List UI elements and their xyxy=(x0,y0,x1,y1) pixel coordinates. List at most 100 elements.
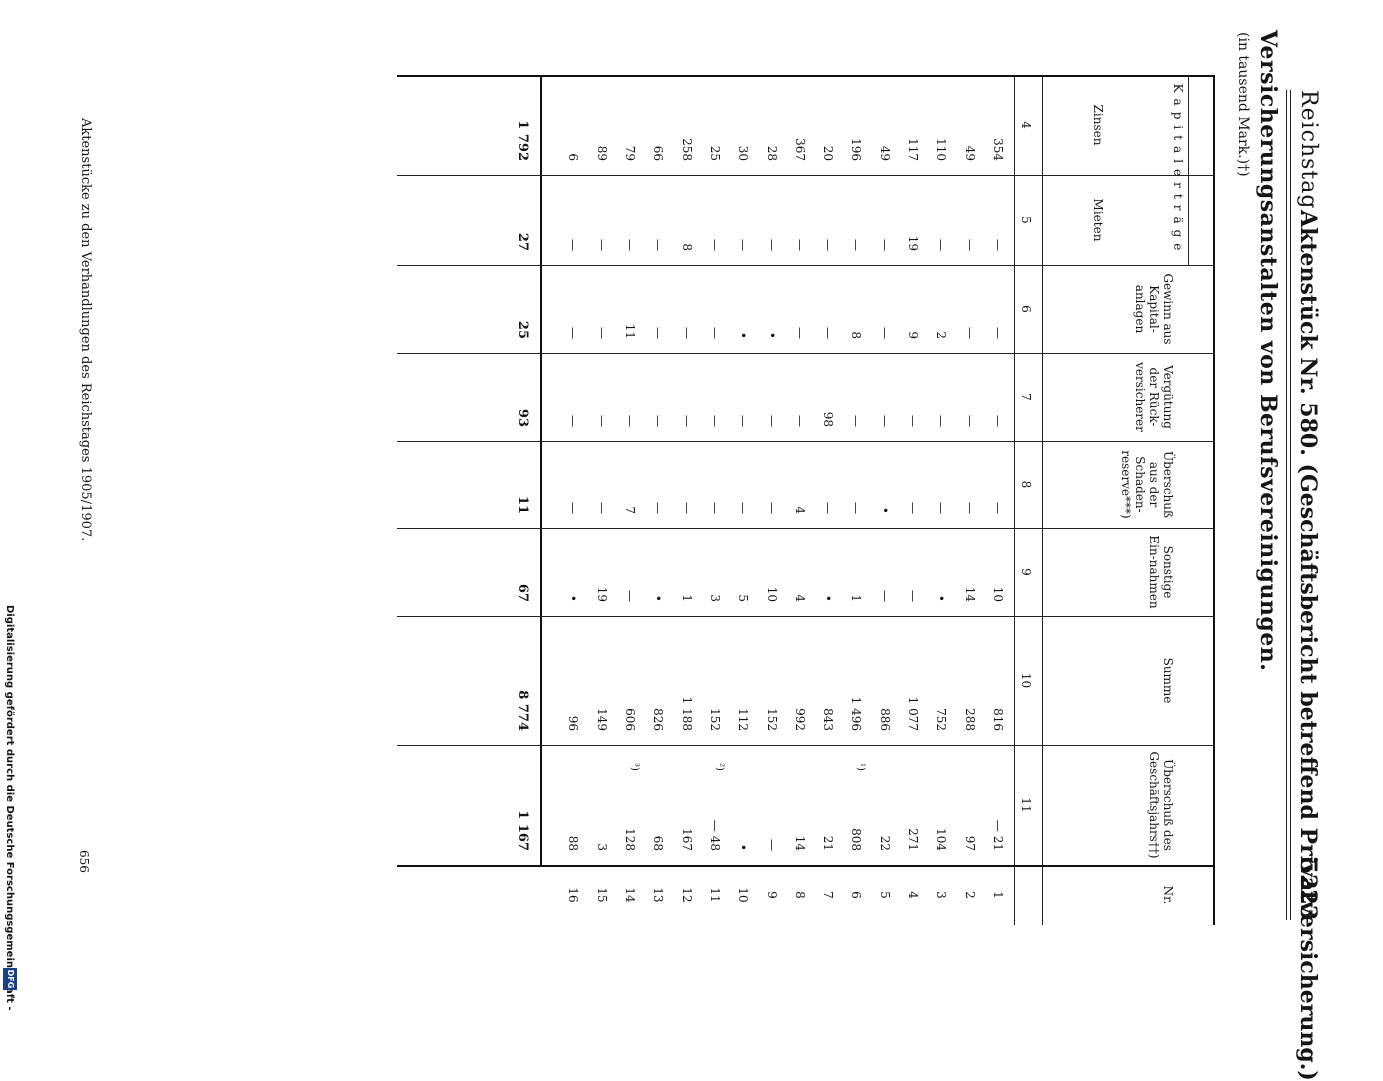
running-head-left: Reichstag. xyxy=(1296,90,1321,218)
table-cell-ueberschuss_jahr: 14 xyxy=(792,835,807,851)
table-cell-gewinn: — xyxy=(821,327,836,339)
column-header-summe: Summe xyxy=(1161,657,1175,704)
table-cell-summe: 606 xyxy=(623,708,638,731)
table-cell-zinsen: 66 xyxy=(651,145,666,161)
table-cell-gewinn: • xyxy=(736,331,751,339)
header-bottom-rule xyxy=(1042,75,1043,925)
column-header-zinsen: Zinsen xyxy=(1091,104,1105,146)
table-total-mieten: 27 xyxy=(515,232,531,251)
table-cell-ueberschuss_jahr: 68 xyxy=(651,835,666,851)
table-cell-ueberschuss_jahr: 97 xyxy=(962,835,977,851)
table-cell-summe: 752 xyxy=(934,708,949,731)
table-cell-ueberschuss_jahr: 271 xyxy=(906,828,921,851)
table-cell-gewinn: — xyxy=(708,327,722,339)
column-number: 9 xyxy=(1019,568,1033,576)
table-cell-sonstige: 10 xyxy=(991,586,1005,602)
table-cell-ueberschuss_schaden: — xyxy=(821,502,836,514)
table-cell-ueberschuss_jahr: 104 xyxy=(934,828,949,851)
table-cell-ueberschuss_schaden: — xyxy=(651,502,666,514)
table-total-ueberschuss_schaden: 11 xyxy=(515,495,531,514)
table-cell-mieten: — xyxy=(623,239,638,251)
table-cell-ueberschuss_jahr: — 48 xyxy=(708,819,722,851)
table-cell-zinsen: 117 xyxy=(906,138,921,161)
table-cell-sonstige: • xyxy=(934,594,949,602)
table-cell-mieten: — xyxy=(877,239,892,251)
table-cell-zinsen: 6 xyxy=(566,153,581,161)
table-cell-zinsen: 354 xyxy=(991,138,1005,161)
table-cell-mieten: 8 xyxy=(679,243,694,251)
table-cell-mieten: 19 xyxy=(906,235,921,251)
table-total-sonstige: 67 xyxy=(515,583,531,602)
column-header-sonstige: Sonstige Ein-nahmen xyxy=(1147,535,1175,609)
table-total-ueberschuss_jahr: 1 167 xyxy=(515,810,531,851)
table-total-summe: 8 774 xyxy=(515,690,531,731)
table-cell-sonstige: • xyxy=(566,594,581,602)
table-cell-nr: 11 xyxy=(708,887,722,903)
table-cell-sonstige: • xyxy=(821,594,836,602)
table-cell-nr: 12 xyxy=(679,887,694,903)
table-cell-summe: 288 xyxy=(962,708,977,731)
table-cell-zinsen: 367 xyxy=(792,138,807,161)
table-cell-nr: 9 xyxy=(764,891,779,899)
table-cell-sonstige: 14 xyxy=(962,586,977,602)
table-cell-nr: 4 xyxy=(906,891,921,899)
table-cell-summe: 886 xyxy=(877,708,892,731)
table-cell-ueberschuss_schaden: — xyxy=(708,502,722,514)
table-cell-sonstige: — xyxy=(623,590,638,602)
table-cell-gewinn: 2 xyxy=(934,331,949,339)
table-cell-summe: 826 xyxy=(651,708,666,731)
table-cell-gewinn: — xyxy=(792,327,807,339)
table-cell-ueberschuss_schaden: — xyxy=(679,502,694,514)
table-cell-mieten: — xyxy=(708,239,722,251)
table-cell-gewinn: — xyxy=(991,327,1005,339)
table-cell-ueberschuss_schaden: — xyxy=(962,502,977,514)
table-cell-ueberschuss_jahr: 167 xyxy=(679,828,694,851)
table-cell-ueberschuss_schaden: — xyxy=(934,502,949,514)
table-cell-verguetung: — xyxy=(594,415,609,427)
table-cell-verguetung: — xyxy=(623,415,638,427)
colnum-bottom-rule xyxy=(1014,75,1015,925)
table-cell-sonstige: 10 xyxy=(764,586,779,602)
table-cell-summe: 816 xyxy=(991,708,1005,731)
dfg-logo-icon: DFG xyxy=(3,968,17,990)
table-cell-nr: 15 xyxy=(594,887,609,903)
table-cell-sonstige: 1 xyxy=(679,594,694,602)
table-cell-zinsen: 79 xyxy=(623,145,638,161)
table-cell-mieten: — xyxy=(934,239,949,251)
group-header-rule xyxy=(1188,75,1189,265)
table-cell-mieten: — xyxy=(792,239,807,251)
table-cell-summe: 112 xyxy=(736,708,751,731)
table-cell-zinsen: 20 xyxy=(821,145,836,161)
column-header-ueberschuss_schaden: Überschuß aus der Schaden-reserve***) xyxy=(1119,450,1175,519)
document-page: Reichstag. Aktenstück Nr. 580. (Geschäft… xyxy=(3,30,1321,1081)
column-number: 10 xyxy=(1019,672,1033,689)
table-cell-zinsen: 25 xyxy=(708,145,722,161)
table-cell-mieten: — xyxy=(736,239,751,251)
column-number: 4 xyxy=(1019,121,1033,129)
group-header-kapitalertraege: Kapitalerträge xyxy=(1171,83,1185,257)
table-cell-nr: 1 xyxy=(991,891,1005,899)
table-cell-summe: 96 xyxy=(566,715,581,731)
page-subtitle: (in tausend Mark.)†) xyxy=(1235,32,1251,177)
table-cell-ueberschuss_jahr: 3 xyxy=(594,843,609,851)
table-cell-nr: 5 xyxy=(877,891,892,899)
table-cell-verguetung: 98 xyxy=(821,411,836,427)
table-cell-mieten: — xyxy=(566,239,581,251)
table-cell-mieten: — xyxy=(849,239,864,251)
table-cell-mieten: — xyxy=(764,239,779,251)
column-header-ueberschuss_jahr: Überschuß des Geschäftsjahrs††) xyxy=(1147,751,1175,859)
table-cell-verguetung: — xyxy=(792,415,807,427)
table-cell-verguetung: — xyxy=(736,415,751,427)
column-header-verguetung: Vergütung der Rück-versicherer xyxy=(1133,362,1175,432)
table-cell-verguetung: — xyxy=(679,415,694,427)
table-cell-summe: 843 xyxy=(821,708,836,731)
table-cell-gewinn: — xyxy=(594,327,609,339)
table-cell-ueberschuss_schaden: 4 xyxy=(792,506,807,514)
header-rule xyxy=(1286,90,1291,920)
digitization-credit: Digitalisierung gefördert durch die Deut… xyxy=(4,605,15,1011)
table-cell-gewinn: — xyxy=(566,327,581,339)
table-cell-ueberschuss_schaden: — xyxy=(991,502,1005,514)
table-cell-mieten: — xyxy=(991,239,1005,251)
column-number: 5 xyxy=(1019,216,1033,224)
